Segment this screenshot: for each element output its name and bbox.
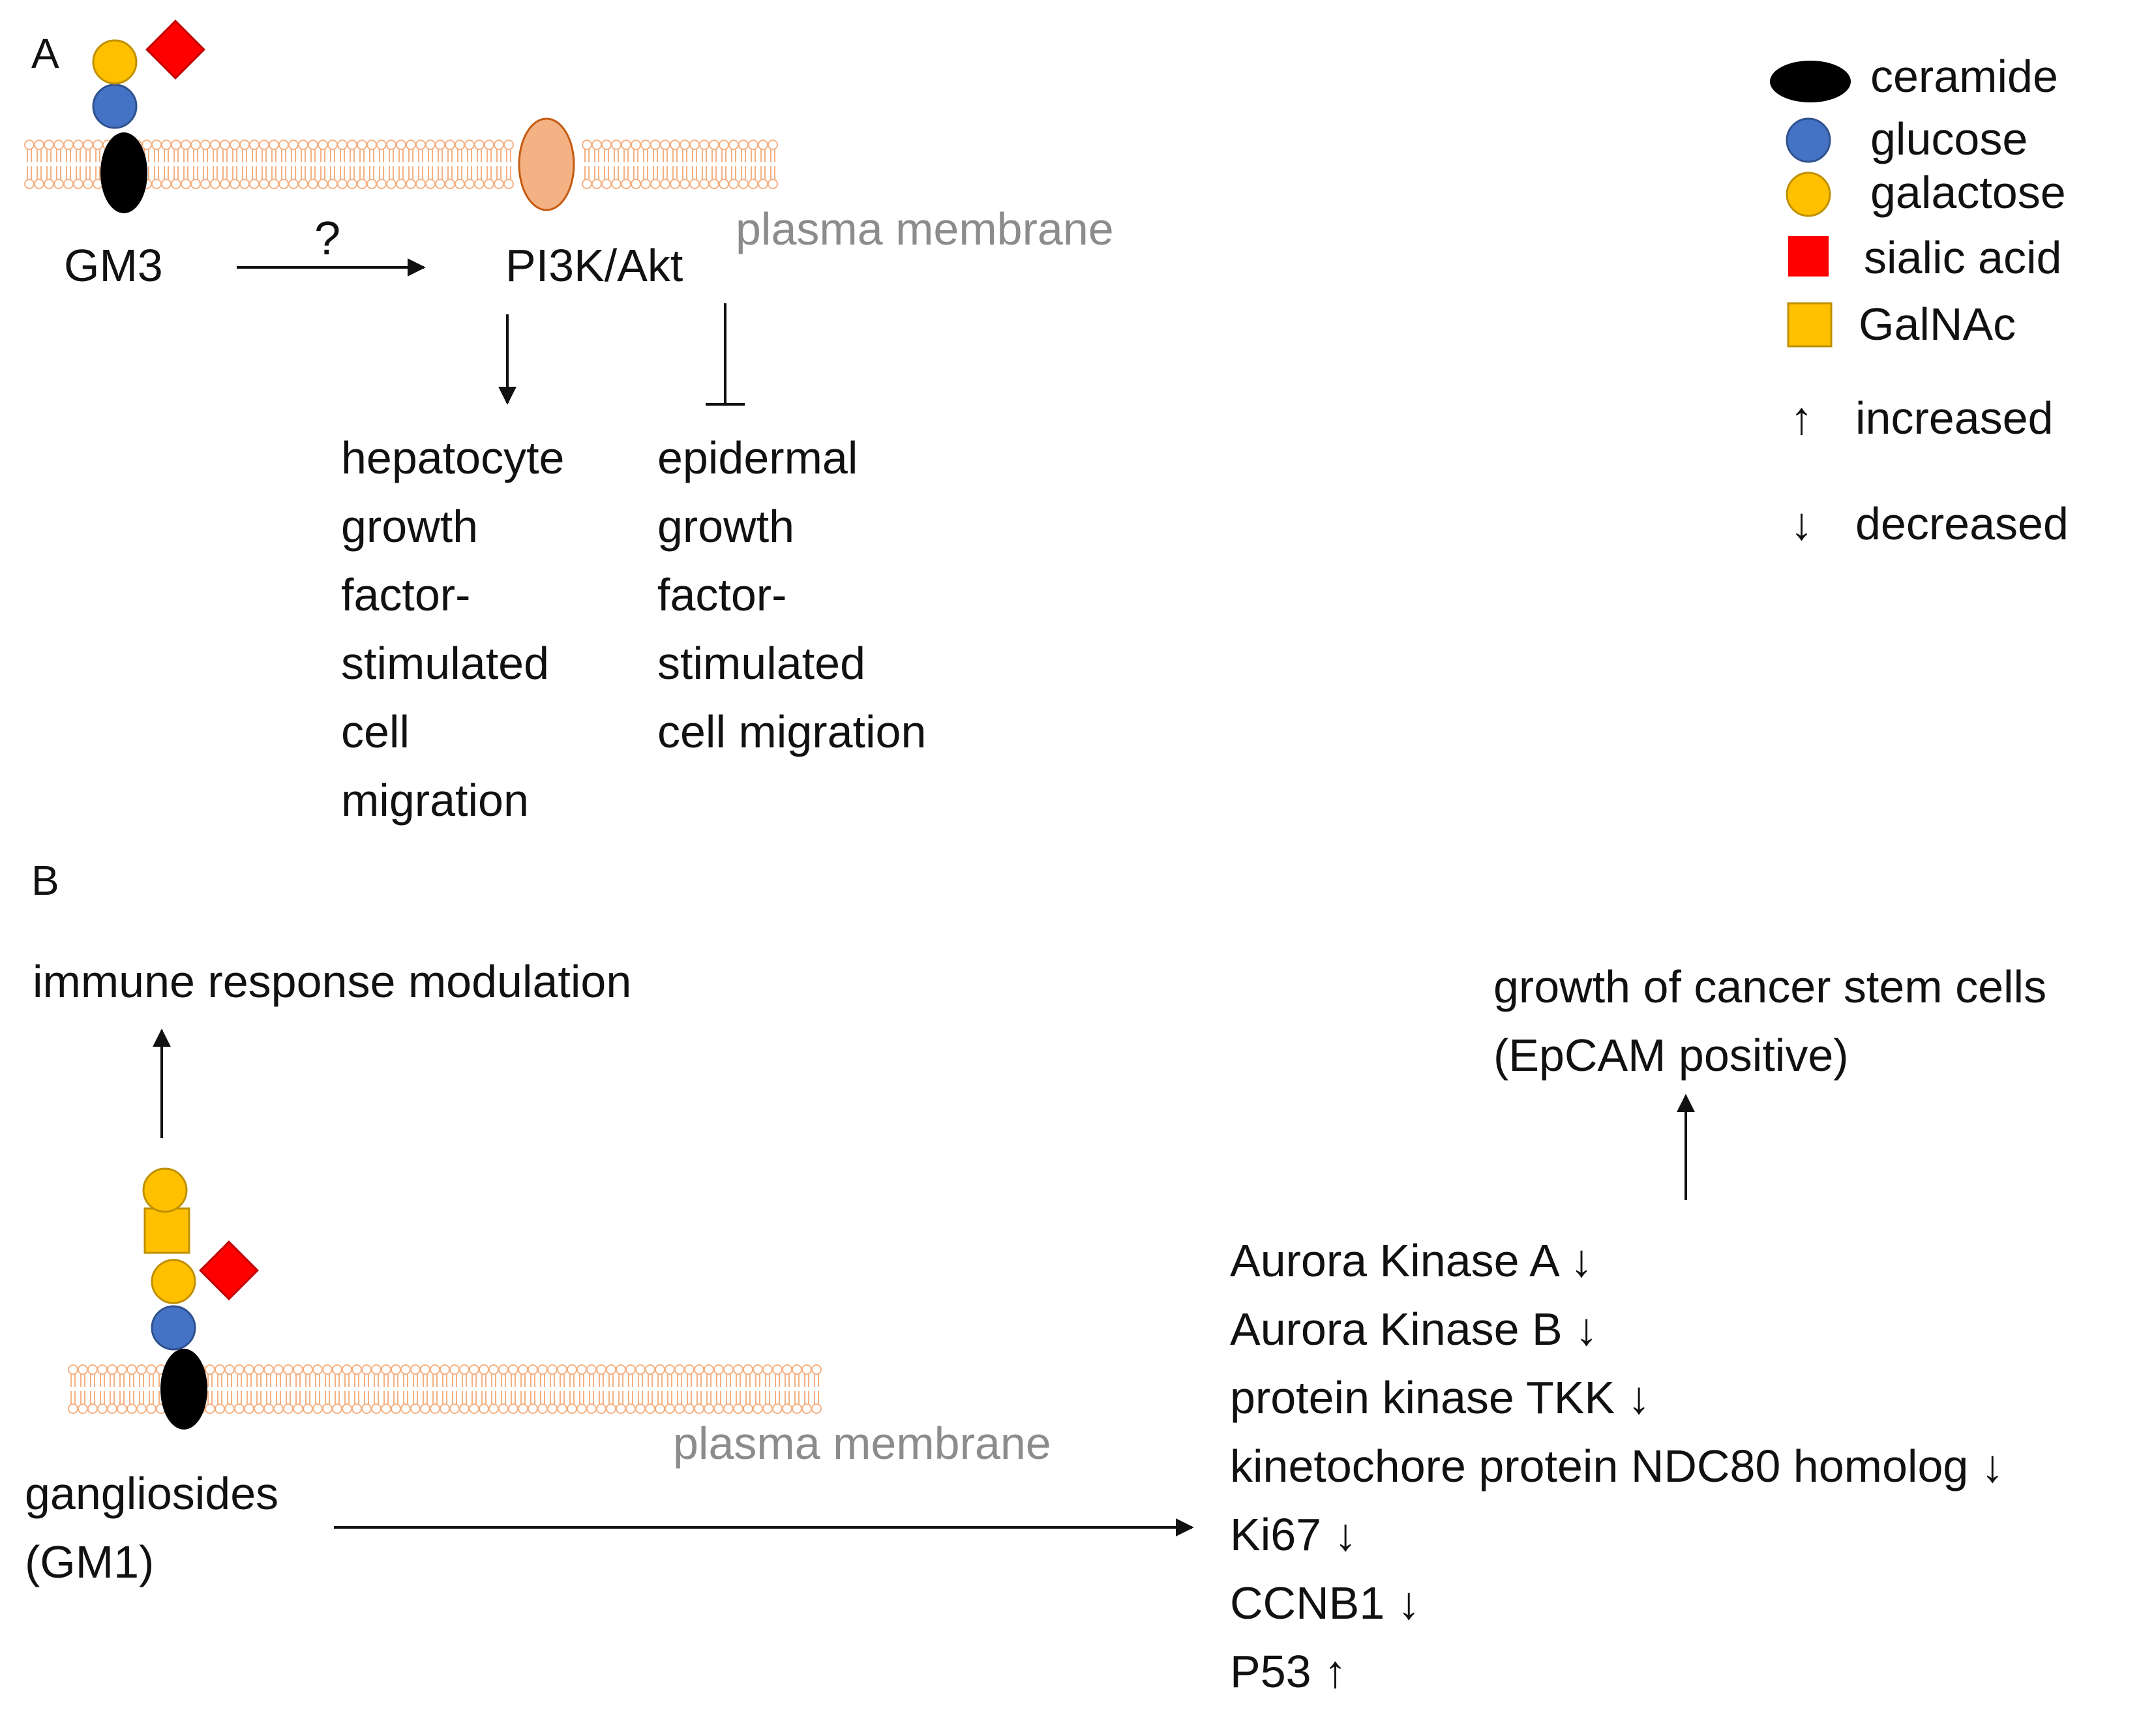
legend: [1770, 61, 1851, 348]
marker-name: Ki67: [1230, 1509, 1334, 1560]
hgf-line: factor-: [341, 569, 471, 620]
marker-item: CCNB1 ↓: [1230, 1580, 1420, 1626]
legend-glucose-label: glucose: [1870, 113, 2028, 164]
marker-item: Aurora Kinase B ↓: [1230, 1306, 1598, 1352]
marker-item: Ki67 ↓: [1230, 1512, 1357, 1557]
legend-galactose-label: galactose: [1870, 167, 2066, 218]
plasma-membrane-b: [68, 1364, 822, 1414]
hgf-line: hepatocyte: [341, 432, 565, 483]
egf-line: factor-: [657, 569, 787, 620]
ceramide-icon: [100, 132, 147, 213]
legend-galnac-label: GalNAc: [1859, 299, 2016, 350]
epcam-positive-label: (EpCAM positive): [1493, 1030, 1849, 1081]
immune-response-label: immune response modulation: [33, 956, 632, 1007]
legend-sialic-acid-icon: [1788, 236, 1829, 277]
glucose-icon: [92, 83, 138, 129]
marker-name: P53: [1230, 1646, 1324, 1697]
egf-line: growth: [657, 501, 795, 552]
legend-ceramide-label: ceramide: [1870, 51, 2058, 102]
unknown-mechanism-label: ?: [314, 213, 341, 265]
hgf-line: cell: [341, 706, 410, 757]
legend-galactose-icon: [1786, 172, 1831, 217]
decreased-arrow-icon: ↓: [1790, 498, 1813, 549]
legend-sialic-acid-label: sialic acid: [1864, 232, 2062, 283]
marker-item: Aurora Kinase A ↓: [1230, 1238, 1593, 1283]
increased-arrow-icon: ↑: [1790, 393, 1813, 443]
decreased-arrow-icon: ↓: [1627, 1372, 1651, 1423]
pi3k-akt-label: PI3K/Akt: [505, 240, 683, 291]
hgf-line: stimulated: [341, 638, 550, 689]
marker-name: kinetochore protein NDC80 homolog: [1230, 1441, 1981, 1492]
membrane-label-a: plasma membrane: [736, 203, 1114, 254]
galactose-icon: [92, 39, 138, 85]
panel-a-label: A: [31, 30, 59, 77]
marker-name: protein kinase TKK: [1230, 1372, 1628, 1423]
egf-migration-text: epidermal growth factor- stimulated cell…: [657, 424, 1049, 766]
galactose-icon: [142, 1167, 188, 1213]
inhibition-pi3k-to-egf: [706, 303, 745, 406]
hgf-migration-text: hepatocyte growth factor- stimulated cel…: [341, 424, 667, 835]
marker-name: Aurora Kinase B: [1230, 1304, 1576, 1355]
marker-item: P53 ↑: [1230, 1649, 1347, 1694]
increased-arrow-icon: ↑: [1324, 1646, 1347, 1697]
egf-line: stimulated: [657, 638, 866, 689]
glucose-icon: [151, 1305, 196, 1351]
plasma-membrane-a: [24, 140, 778, 189]
marker-item: protein kinase TKK ↓: [1230, 1375, 1651, 1420]
legend-glucose-icon: [1786, 117, 1831, 163]
cancer-stem-cell-growth-label: growth of cancer stem cells: [1493, 961, 2047, 1012]
marker-name: CCNB1: [1230, 1578, 1398, 1628]
legend-increased-label: increased: [1855, 393, 2054, 443]
legend-ceramide-icon: [1770, 61, 1851, 102]
legend-decreased-label: decreased: [1855, 498, 2069, 549]
marker-item: kinetochore protein NDC80 homolog ↓: [1230, 1443, 2004, 1489]
gm3-glycolipid: [92, 20, 205, 213]
decreased-arrow-icon: ↓: [1334, 1509, 1357, 1560]
decreased-arrow-icon: ↓: [1570, 1235, 1593, 1286]
ceramide-icon: [160, 1349, 207, 1430]
galactose-icon: [151, 1259, 196, 1304]
decreased-arrow-icon: ↓: [1981, 1441, 2004, 1492]
gangliosides-label: gangliosides: [25, 1468, 279, 1519]
legend-galnac-icon: [1787, 302, 1833, 348]
hgf-line: migration: [341, 775, 529, 826]
egf-line: cell migration: [657, 706, 927, 757]
decreased-arrow-icon: ↓: [1575, 1304, 1598, 1355]
hgf-line: growth: [341, 501, 479, 552]
decreased-arrow-icon: ↓: [1397, 1578, 1420, 1628]
galnac-icon: [143, 1207, 190, 1254]
sialic-acid-icon: [145, 20, 205, 80]
gm1-label: (GM1): [25, 1537, 155, 1587]
gm3-label: GM3: [64, 240, 163, 291]
marker-name: Aurora Kinase A: [1230, 1235, 1570, 1286]
panel-b-label: B: [31, 857, 59, 904]
membrane-label-b: plasma membrane: [673, 1418, 1051, 1469]
gm1-glycolipid: [142, 1167, 259, 1430]
egf-line: epidermal: [657, 432, 858, 483]
pi3k-protein-icon: [518, 117, 575, 211]
sialic-acid-icon: [199, 1240, 259, 1300]
